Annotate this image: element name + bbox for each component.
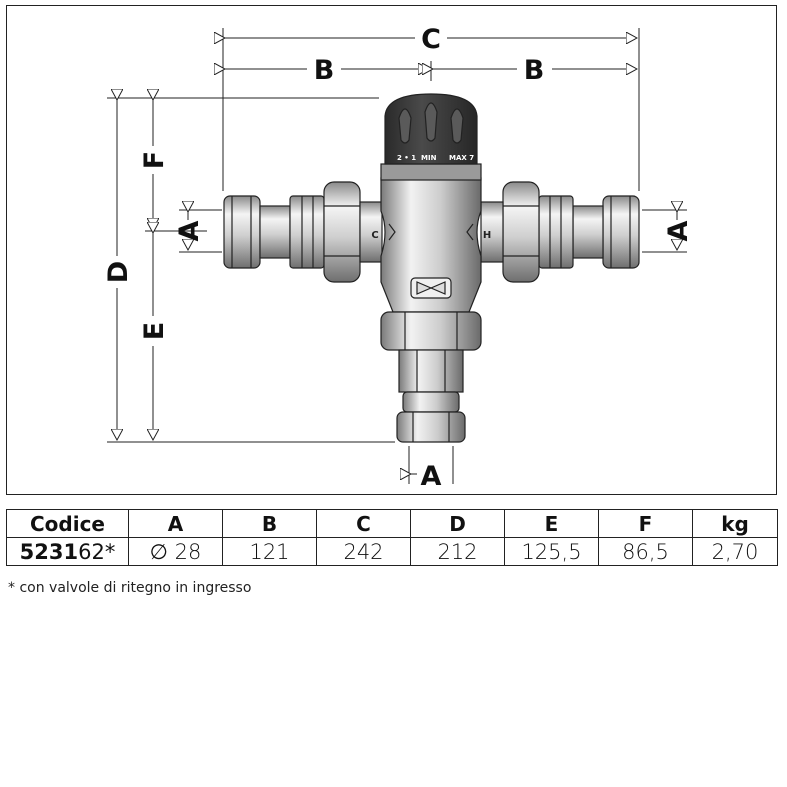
outlet-nut	[380, 311, 482, 351]
dim-label-a-left: A	[174, 220, 205, 241]
dim-label-f: F	[139, 151, 170, 169]
knob-scale-min: MIN	[421, 154, 437, 162]
dimension-lines	[107, 28, 687, 484]
dim-label-d: D	[103, 261, 134, 283]
dim-label-b-left: B	[314, 55, 335, 86]
dimensions-table: Codice A B C D E F kg 523162* ∅ 28 121 2…	[6, 509, 778, 566]
table-row: 523162* ∅ 28 121 242 212 125,5 86,5 2,70	[6, 537, 778, 566]
knob-scale-max: MAX 7	[449, 154, 474, 162]
dim-label-c: C	[421, 24, 441, 55]
header-f: F	[598, 509, 693, 538]
header-codice: Codice	[6, 509, 129, 538]
header-kg: kg	[692, 509, 778, 538]
cell-f: 86,5	[598, 537, 693, 566]
cell-a: ∅ 28	[128, 537, 223, 566]
dim-label-a-right: A	[663, 220, 694, 241]
knob-scale-left: 2 • 1	[397, 154, 416, 162]
left-inlet-fitting	[223, 181, 383, 283]
code-suffix: 62*	[78, 539, 116, 564]
header-d: D	[410, 509, 505, 538]
header-a: A	[128, 509, 223, 538]
mixing-valve: C H 2 • 1 MIN MAX 7	[223, 93, 640, 443]
header-c: C	[316, 509, 411, 538]
drawing-frame: C B B D F E A A A	[6, 5, 777, 495]
header-b: B	[222, 509, 317, 538]
cell-d: 212	[410, 537, 505, 566]
outlet-fitting	[396, 411, 466, 443]
cell-kg: 2,70	[692, 537, 778, 566]
footnote: * con valvole di ritegno in ingresso	[8, 580, 252, 596]
cell-code: 523162*	[6, 537, 129, 566]
cold-port-mark: C	[371, 230, 378, 241]
hot-port-mark: H	[483, 230, 491, 241]
dim-label-b-right: B	[524, 55, 545, 86]
cell-c: 242	[316, 537, 411, 566]
header-e: E	[504, 509, 599, 538]
dim-label-a-bottom: A	[421, 461, 442, 492]
cell-e: 125,5	[504, 537, 599, 566]
code-prefix: 5231	[19, 539, 79, 564]
valve-drawing: C B B D F E A A A	[103, 24, 694, 492]
cell-b: 121	[222, 537, 317, 566]
right-inlet-fitting	[480, 181, 640, 283]
dim-label-e: E	[139, 322, 170, 340]
dimension-labels: C B B D F E A A A	[103, 24, 694, 492]
table-header-row: Codice A B C D E F kg	[6, 509, 778, 538]
